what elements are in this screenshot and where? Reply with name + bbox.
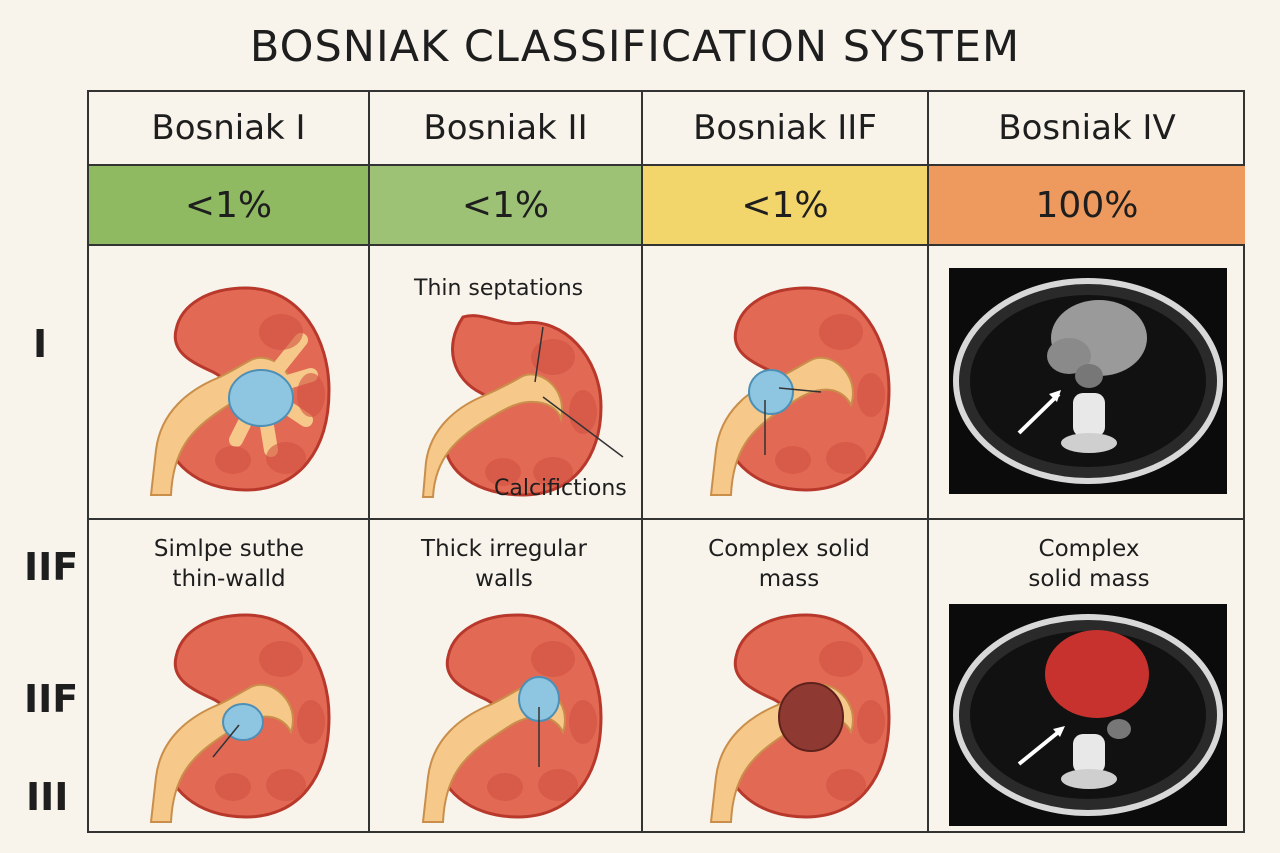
ct-scan-image-bottom <box>949 604 1227 826</box>
caption-column-3: Complex solid mass <box>708 536 870 592</box>
row-label-iif-a: IIF <box>24 545 79 589</box>
column-header-3: Bosniak IIF <box>693 108 877 148</box>
kidney-illustration-simple-thin-walled <box>149 613 331 823</box>
classification-grid: Bosniak I Bosniak II Bosniak IIF Bosniak… <box>87 90 1245 833</box>
column-header-2: Bosniak II <box>423 108 588 148</box>
caption-column-4: Complex solid mass <box>1028 536 1150 592</box>
caption-column-2: Thick irregular walls <box>421 536 587 592</box>
kidney-illustration-small-cyst <box>709 286 891 496</box>
percent-band-3: <1% <box>643 166 927 244</box>
row-label-iii: III <box>26 775 69 819</box>
column-header-1: Bosniak I <box>151 108 306 148</box>
ct-scan-image-top <box>949 268 1227 494</box>
kidney-illustration-septations <box>421 314 624 498</box>
kidney-illustration-thick-walls <box>421 613 603 823</box>
annotation-calcifications: Calcifictions <box>494 476 627 501</box>
percent-band-2: <1% <box>370 166 641 244</box>
column-header-4: Bosniak IV <box>998 108 1176 148</box>
annotation-thin-septations: Thin septations <box>414 276 584 301</box>
kidney-illustration-solid-mass <box>709 613 891 823</box>
kidney-illustration-simple-cyst <box>149 286 331 496</box>
caption-column-1: Simlpe suthe thin-walld <box>153 536 305 592</box>
percent-band-4: 100% <box>929 166 1245 244</box>
page-title: BOSNIAK CLASSIFICATION SYSTEM <box>249 22 1021 72</box>
percent-band-1: <1% <box>89 166 368 244</box>
row-label-i: I <box>33 322 48 366</box>
row-label-iif-b: IIF <box>24 677 79 721</box>
